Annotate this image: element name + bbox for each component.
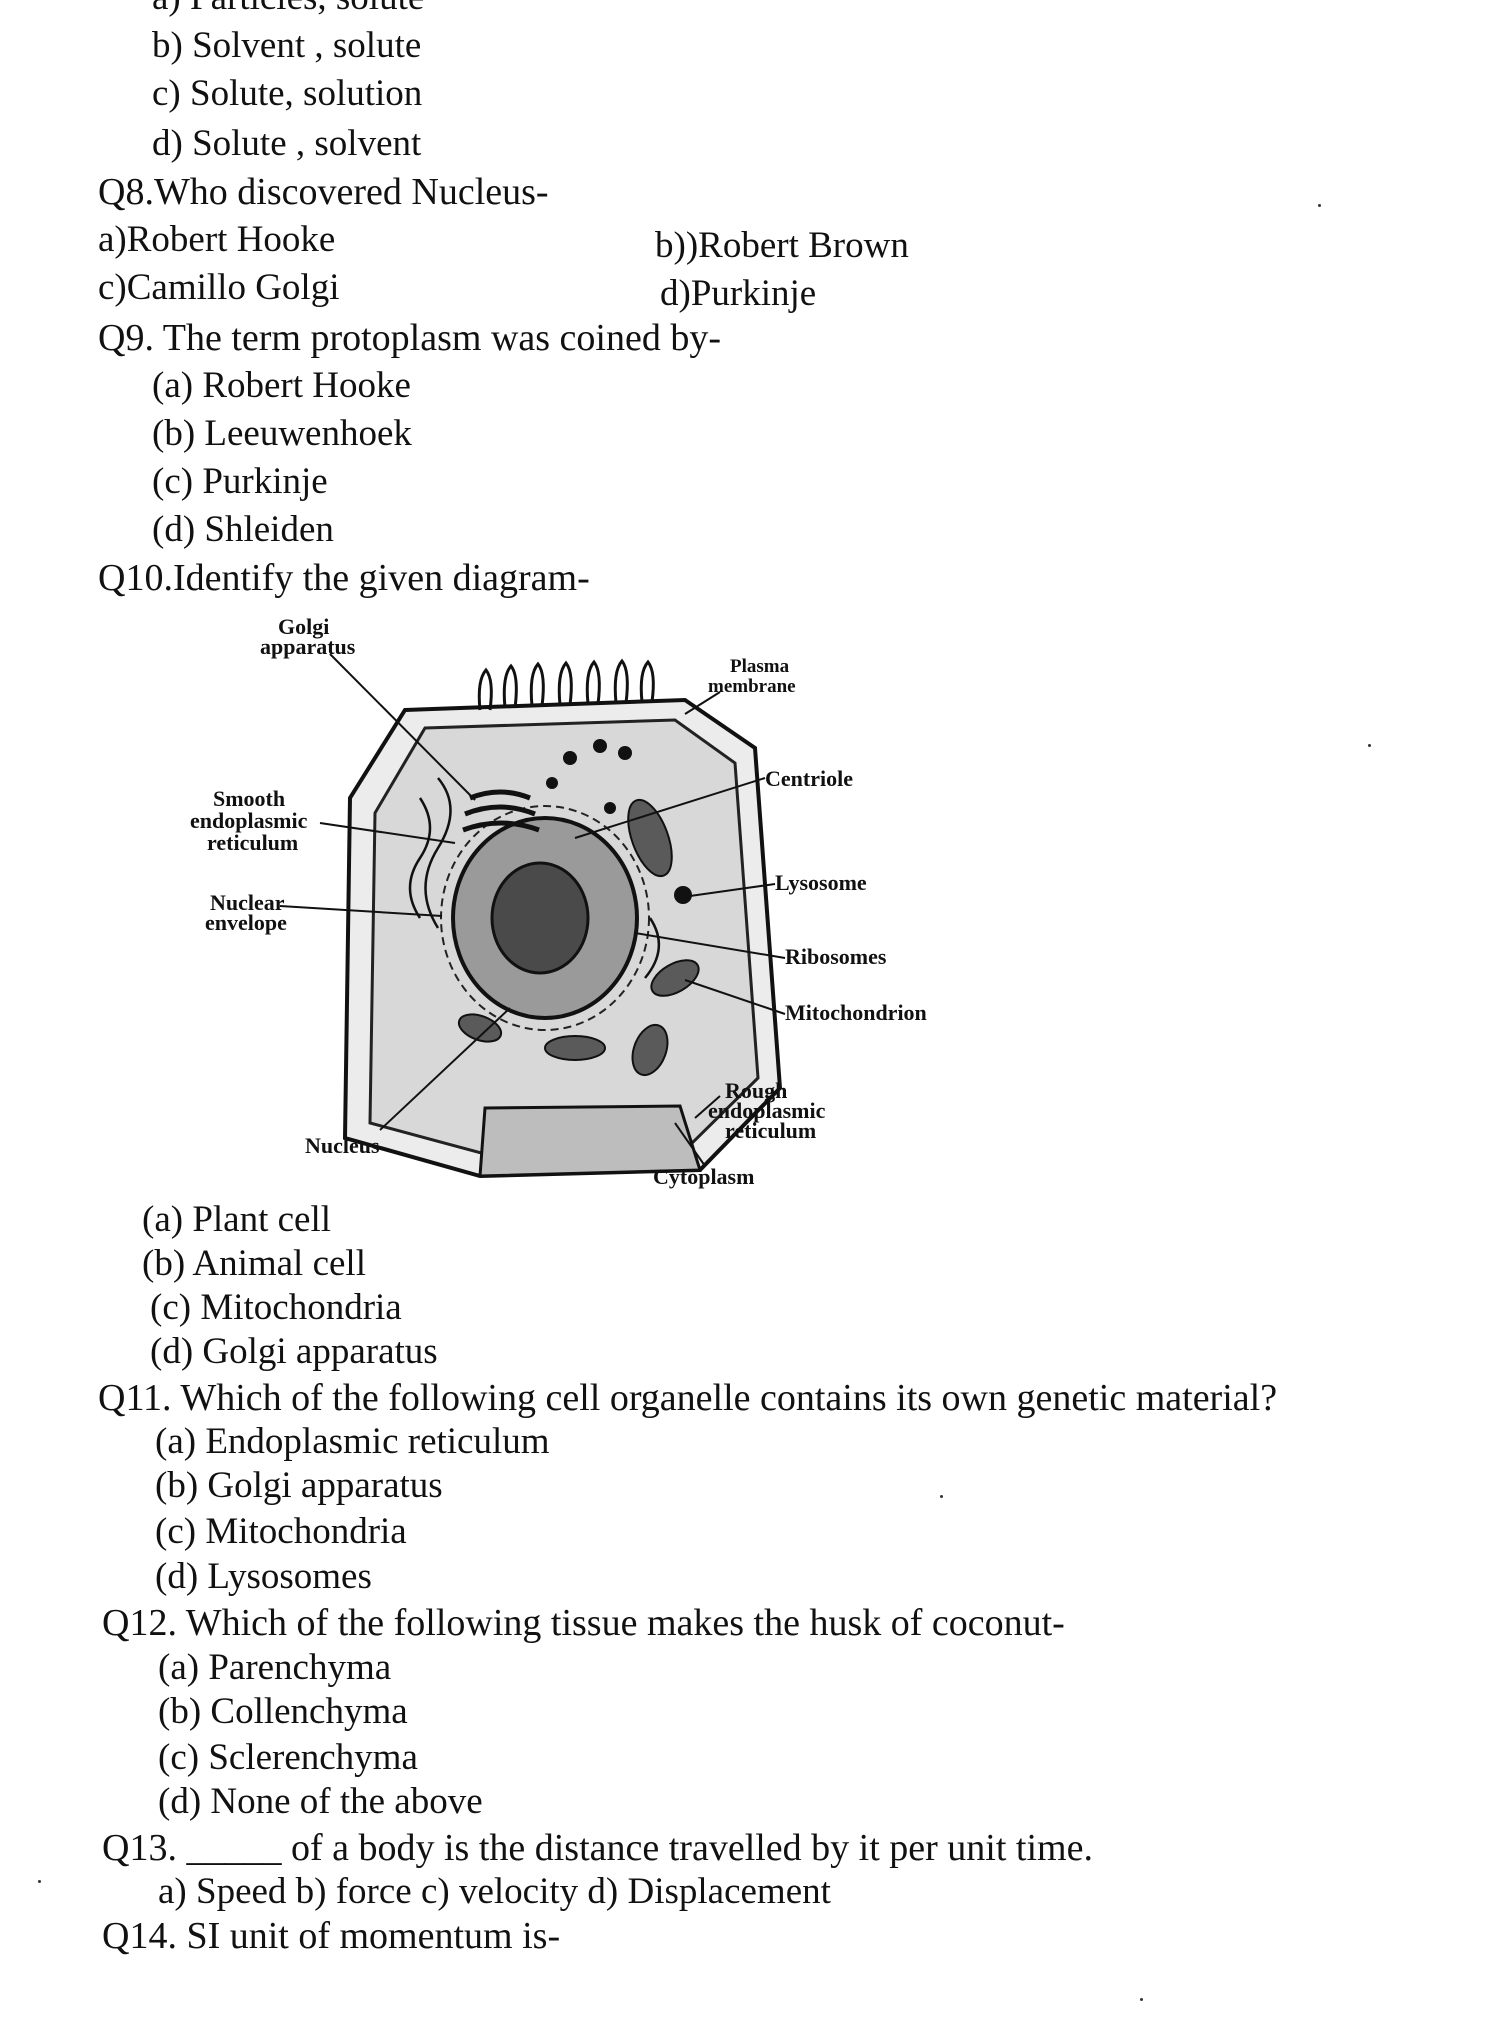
q7-option-c: c) Solute, solution <box>152 72 422 116</box>
q13-blank: _____ <box>186 1827 282 1869</box>
label-nuclear-1: Nuclear <box>210 890 285 915</box>
animal-cell-diagram: Golgi apparatus Plasma membrane Centriol… <box>180 614 980 1190</box>
microvilli <box>477 658 655 711</box>
lysosome <box>604 802 616 814</box>
scan-speck <box>940 1495 943 1498</box>
q9-option-a: (a) Robert Hooke <box>152 365 411 406</box>
q11-option-b: (b) Golgi apparatus <box>155 1465 443 1506</box>
lysosome <box>674 886 692 904</box>
q14-question: Q14. SI unit of momentum is- <box>102 1915 561 1957</box>
q9-option-d: (d) Shleiden <box>152 509 334 550</box>
label-nuclear-2: envelope <box>205 910 287 935</box>
label-golgi-1: Golgi <box>278 618 329 639</box>
q12-option-a: (a) Parenchyma <box>158 1647 392 1688</box>
label-plasma-1: Plasma <box>730 656 790 677</box>
leader-nuclear <box>279 905 443 917</box>
q13-options: a) Speed b) force c) velocity d) Displac… <box>158 1871 831 1912</box>
label-lysosome: Lysosome <box>775 870 867 895</box>
q9-option-b: (b) Leeuwenhoek <box>152 413 412 454</box>
q13-text: of a body is the distance travelled by i… <box>290 1827 1093 1869</box>
q8-option-b: b))Robert Brown <box>655 225 909 266</box>
q13-question: Q13. _____ of a body is the distance tra… <box>102 1826 1093 1870</box>
label-plasma-2: membrane <box>708 676 796 697</box>
option-label: d) <box>152 123 183 164</box>
q7-option-b: b) Solvent , solute <box>152 24 421 68</box>
label-ribosomes: Ribosomes <box>785 944 887 969</box>
option-text: Particles, solute <box>190 0 424 18</box>
option-text: Solute , solvent <box>192 123 422 164</box>
label-ser-2: endoplasmic <box>190 808 308 833</box>
leader-cytoplasm <box>674 1122 706 1167</box>
q10-option-b: (b) Animal cell <box>142 1243 366 1284</box>
q8-option-c: c)Camillo Golgi <box>98 267 340 308</box>
option-label: c) <box>152 73 181 114</box>
q7-option-d: d) Solute , solvent <box>152 122 421 166</box>
q10-question: Q10.Identify the given diagram- <box>98 557 590 599</box>
rough-er <box>408 777 661 979</box>
option-text: Solute, solution <box>190 73 423 114</box>
scan-speck <box>1368 744 1371 747</box>
option-label: b) <box>152 25 183 66</box>
cytoplasm-band <box>478 1104 703 1178</box>
q8-option-d: d)Purkinje <box>660 273 817 314</box>
label-ser-3: reticulum <box>207 830 298 855</box>
golgi-stack <box>462 789 540 833</box>
q8-question: Q8.Who discovered Nucleus- <box>98 171 549 213</box>
q7-option-a-partial: a) Particles, solute <box>152 0 424 20</box>
q11-option-d: (d) Lysosomes <box>155 1556 372 1597</box>
option-text: Solvent , solute <box>192 25 422 66</box>
label-golgi-2: apparatus <box>260 634 356 659</box>
leader-ser <box>319 822 456 844</box>
nucleolus <box>490 861 590 975</box>
q9-option-c: (c) Purkinje <box>152 461 328 502</box>
label-nucleus: Nucleus <box>305 1133 380 1158</box>
q12-option-c: (c) Sclerenchyma <box>158 1737 418 1778</box>
q8-option-a: a)Robert Hooke <box>98 219 336 260</box>
label-ser-1: Smooth <box>213 786 285 811</box>
scan-speck <box>1318 204 1321 207</box>
q11-option-c: (c) Mitochondria <box>155 1511 407 1552</box>
label-mito: Mitochondrion <box>785 1000 927 1025</box>
option-label: a) <box>152 0 181 18</box>
leader-mito <box>684 979 786 1015</box>
leader-rer <box>694 1095 721 1119</box>
label-rer-3: reticulum <box>725 1118 816 1143</box>
q12-question: Q12. Which of the following tissue makes… <box>102 1602 1065 1644</box>
leader-nucleus <box>379 1007 511 1131</box>
q12-option-b: (b) Collenchyma <box>158 1691 408 1732</box>
q13-number: Q13. <box>102 1827 177 1869</box>
q10-option-a: (a) Plant cell <box>142 1199 332 1240</box>
q11-option-a: (a) Endoplasmic reticulum <box>155 1421 550 1462</box>
q9-question: Q9. The term protoplasm was coined by- <box>98 317 721 359</box>
leader-golgi <box>329 653 476 801</box>
q10-option-d: (d) Golgi apparatus <box>150 1331 438 1372</box>
label-centriole: Centriole <box>765 766 853 791</box>
q11-question: Q11. Which of the following cell organel… <box>98 1377 1278 1419</box>
scan-speck <box>1140 1998 1143 2001</box>
cell-diagram-svg: Golgi apparatus Plasma membrane Centriol… <box>190 614 927 1189</box>
leader-centriole <box>574 777 766 839</box>
leader-ribosomes <box>634 932 786 959</box>
leader-plasma <box>684 691 721 715</box>
leader-lysosome <box>689 883 776 897</box>
q10-option-c: (c) Mitochondria <box>150 1287 402 1328</box>
label-rer-1: Rough <box>725 1078 787 1103</box>
q12-option-d: (d) None of the above <box>158 1781 483 1822</box>
label-cytoplasm: Cytoplasm <box>653 1164 754 1189</box>
scan-speck <box>38 1880 41 1883</box>
nuclear-envelope-ring <box>440 805 650 1031</box>
label-rer-2: endoplasmic <box>708 1098 826 1123</box>
centriole-dots <box>546 739 632 789</box>
